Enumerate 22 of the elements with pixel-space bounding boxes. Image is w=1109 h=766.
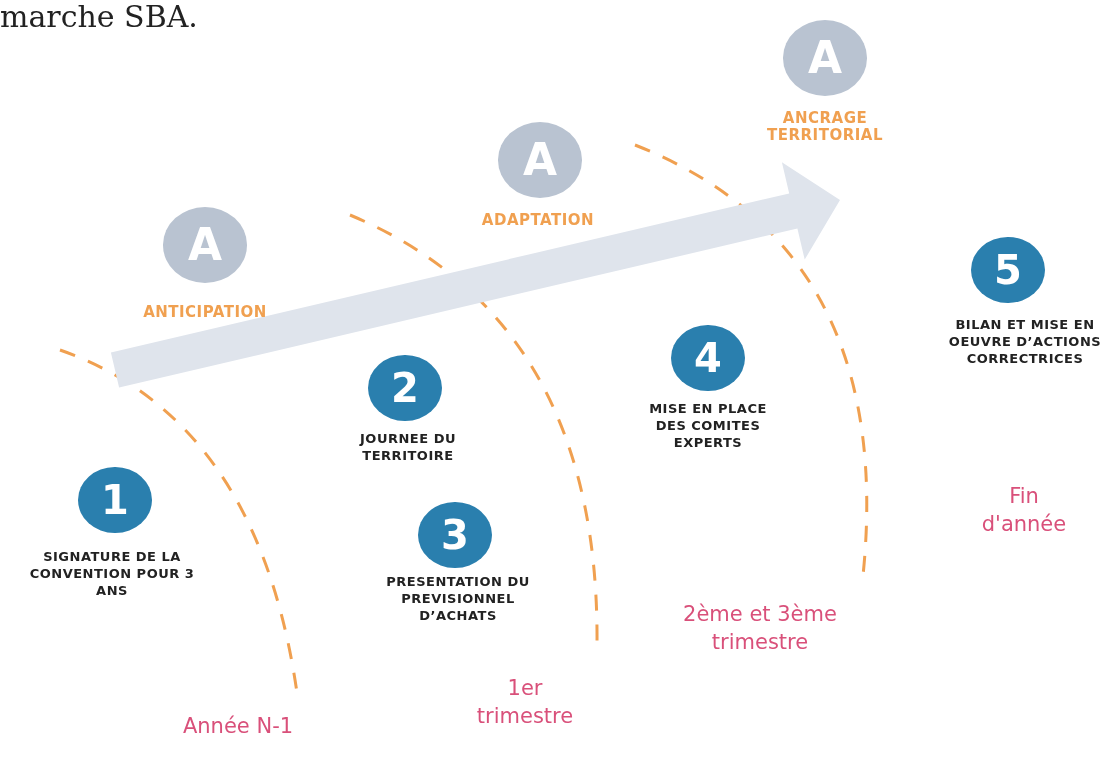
block-arrow — [110, 162, 840, 388]
phase-letter-circle: A — [783, 20, 867, 96]
phase-title: ANCRAGE TERRITORIAL — [766, 110, 884, 144]
period-label: Fin d'année — [980, 483, 1068, 538]
phase-letter-circle: A — [498, 122, 582, 198]
step-number-circle: 2 — [368, 354, 442, 422]
step-number-circle: 4 — [671, 324, 745, 392]
step-number-circle: 3 — [418, 501, 492, 569]
period-label: Année N-1 — [181, 713, 295, 740]
phase-title: ADAPTATION — [480, 212, 596, 229]
step-number-circle: 5 — [971, 236, 1045, 304]
period-label: 2ème et 3ème trimestre — [682, 601, 838, 656]
step-caption: SIGNATURE DE LA CONVENTION POUR 3 ANS — [28, 548, 196, 599]
cut-off-text: marche SBA. — [0, 0, 199, 34]
step-caption: BILAN ET MISE EN OEUVRE D’ACTIONS CORRECTRICES — [947, 316, 1103, 367]
phase-letter-circle: A — [163, 207, 247, 283]
step-caption: MISE EN PLACE DES COMITES EXPERTS — [648, 400, 768, 451]
step-caption: PRESENTATION DU PREVISIONNEL D’ACHATS — [385, 573, 531, 624]
period-label: 1er trimestre — [475, 675, 575, 730]
step-caption: JOURNEE DU TERRITOIRE — [358, 430, 457, 464]
step-number-circle: 1 — [78, 466, 152, 534]
phase-title: ANTICIPATION — [142, 304, 268, 321]
